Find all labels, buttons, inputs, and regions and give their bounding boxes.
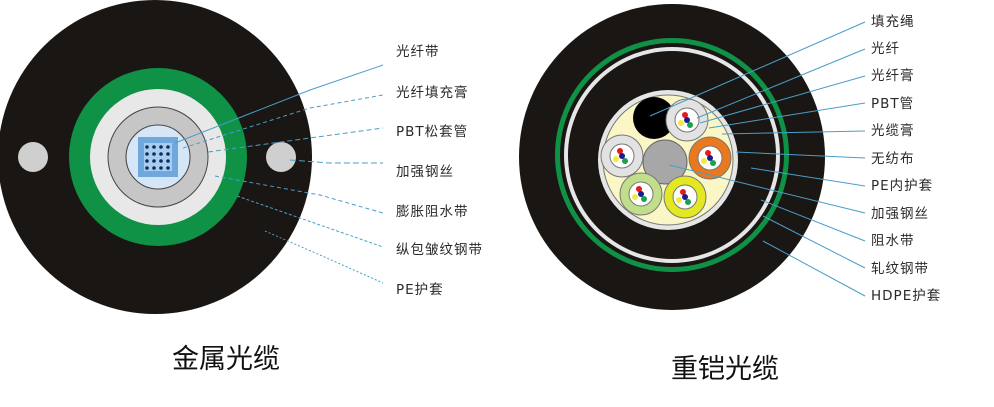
armored-cable-cross-section <box>519 4 825 310</box>
label-nonwoven-fabric: 无纺布 <box>871 151 915 167</box>
label-hdpe-jacket: HDPE护套 <box>871 288 942 304</box>
label-strength-wire: 加强钢丝 <box>871 206 929 222</box>
armored-cable-leaders <box>649 21 866 297</box>
strength-wire-right <box>266 142 296 172</box>
metal-cable-leaders <box>174 64 384 284</box>
label-strength-wire: 加强钢丝 <box>396 164 454 180</box>
label-filler-rope: 填充绳 <box>871 14 915 30</box>
fibers <box>613 112 716 205</box>
label-water-blocking-tape: 阻水带 <box>871 233 915 249</box>
metal-cable-cross-section <box>0 0 312 314</box>
filler-rope <box>633 97 675 139</box>
label-corrugated-steel-tape: 轧纹钢带 <box>871 261 929 277</box>
label-fiber-filling-gel: 光纤填充膏 <box>396 85 469 101</box>
caption-metal-cable: 金属光缆 <box>172 344 280 375</box>
caption-armored-cable: 重铠光缆 <box>671 354 779 385</box>
label-fiber-ribbon: 光纤带 <box>396 44 440 60</box>
label-corrugated-steel-tape: 纵包皱纹钢带 <box>396 242 483 258</box>
label-pbt-loose-tube: PBT松套管 <box>396 124 469 140</box>
label-pbt-tube: PBT管 <box>871 96 915 112</box>
label-cable-gel: 光缆膏 <box>871 123 915 139</box>
label-fiber-gel: 光纤膏 <box>871 68 915 84</box>
central-strength-member <box>642 139 688 185</box>
label-fiber: 光纤 <box>871 41 900 57</box>
label-pe-inner-sheath: PE内护套 <box>871 178 934 194</box>
label-pe-jacket: PE护套 <box>396 282 444 298</box>
fiber-dots <box>145 145 170 170</box>
strength-wire-left <box>18 142 48 172</box>
label-water-swell-tape: 膨胀阻水带 <box>396 204 469 220</box>
